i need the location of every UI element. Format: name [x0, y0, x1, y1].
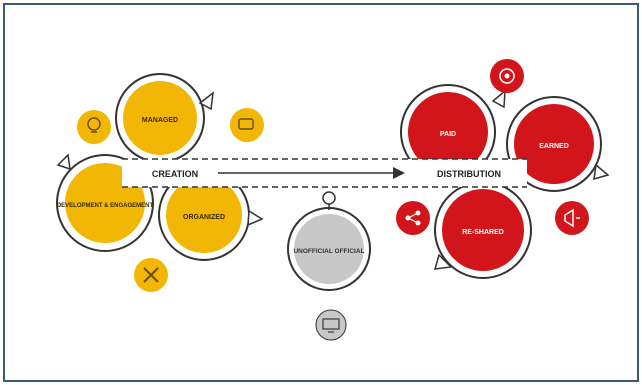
distribution-ring: [506, 96, 602, 192]
distribution-fill: [514, 104, 594, 184]
ring-arrow: [491, 89, 506, 109]
creation-label-managed: MANAGED: [142, 117, 178, 124]
middle-cluster: UNOFFICIAL OFFICIAL: [287, 191, 371, 341]
distribution-label-paid: PAID: [440, 131, 456, 138]
creation-circle-managed: MANAGED: [115, 73, 214, 163]
middle-label: UNOFFICIAL OFFICIAL: [293, 248, 364, 255]
diagram-frame: MANAGED ORGANIZED DEVELOPMENT & ENGAGEME…: [3, 3, 639, 382]
target-icon: [490, 59, 524, 93]
creation-ring: [56, 154, 154, 252]
middle-ring: [287, 207, 371, 291]
flow-end-label: DISTRIBUTION: [437, 169, 501, 179]
ring-arrow: [433, 253, 453, 270]
distribution-circle-earned: EARNED: [506, 96, 610, 192]
distribution-label-reshared: RE-SHARED: [462, 229, 504, 236]
distribution-fill: [408, 92, 488, 172]
tools-icon: [134, 258, 168, 292]
distribution-label-earned: EARNED: [539, 143, 569, 150]
creation-fill: [123, 81, 197, 155]
creation-fill: [166, 177, 242, 253]
share-icon: [396, 201, 430, 235]
workflow-diagram: MANAGED ORGANIZED DEVELOPMENT & ENGAGEME…: [56, 59, 610, 341]
creation-label-organized: ORGANIZED: [183, 214, 225, 221]
ring-arrow: [247, 209, 264, 227]
distribution-circle-paid: PAID: [400, 84, 506, 180]
ring-arrow: [198, 91, 214, 111]
lightbulb-icon: [77, 110, 111, 144]
middle-fill: [294, 214, 364, 284]
ring-arrow: [593, 163, 610, 181]
creation-label-development: DEVELOPMENT & ENGAGEMENT: [57, 203, 154, 209]
ring-arrow: [56, 153, 71, 171]
flow-start-label: CREATION: [152, 169, 198, 179]
distribution-fill: [442, 189, 524, 271]
chat-icon: [230, 108, 264, 142]
monitor-icon: [315, 309, 347, 341]
connector-dot: [322, 191, 336, 205]
distribution-circle-reshared: RE-SHARED: [433, 181, 532, 279]
flow-band: CREATION DISTRIBUTION: [122, 158, 527, 188]
megaphone-icon: [555, 201, 589, 235]
